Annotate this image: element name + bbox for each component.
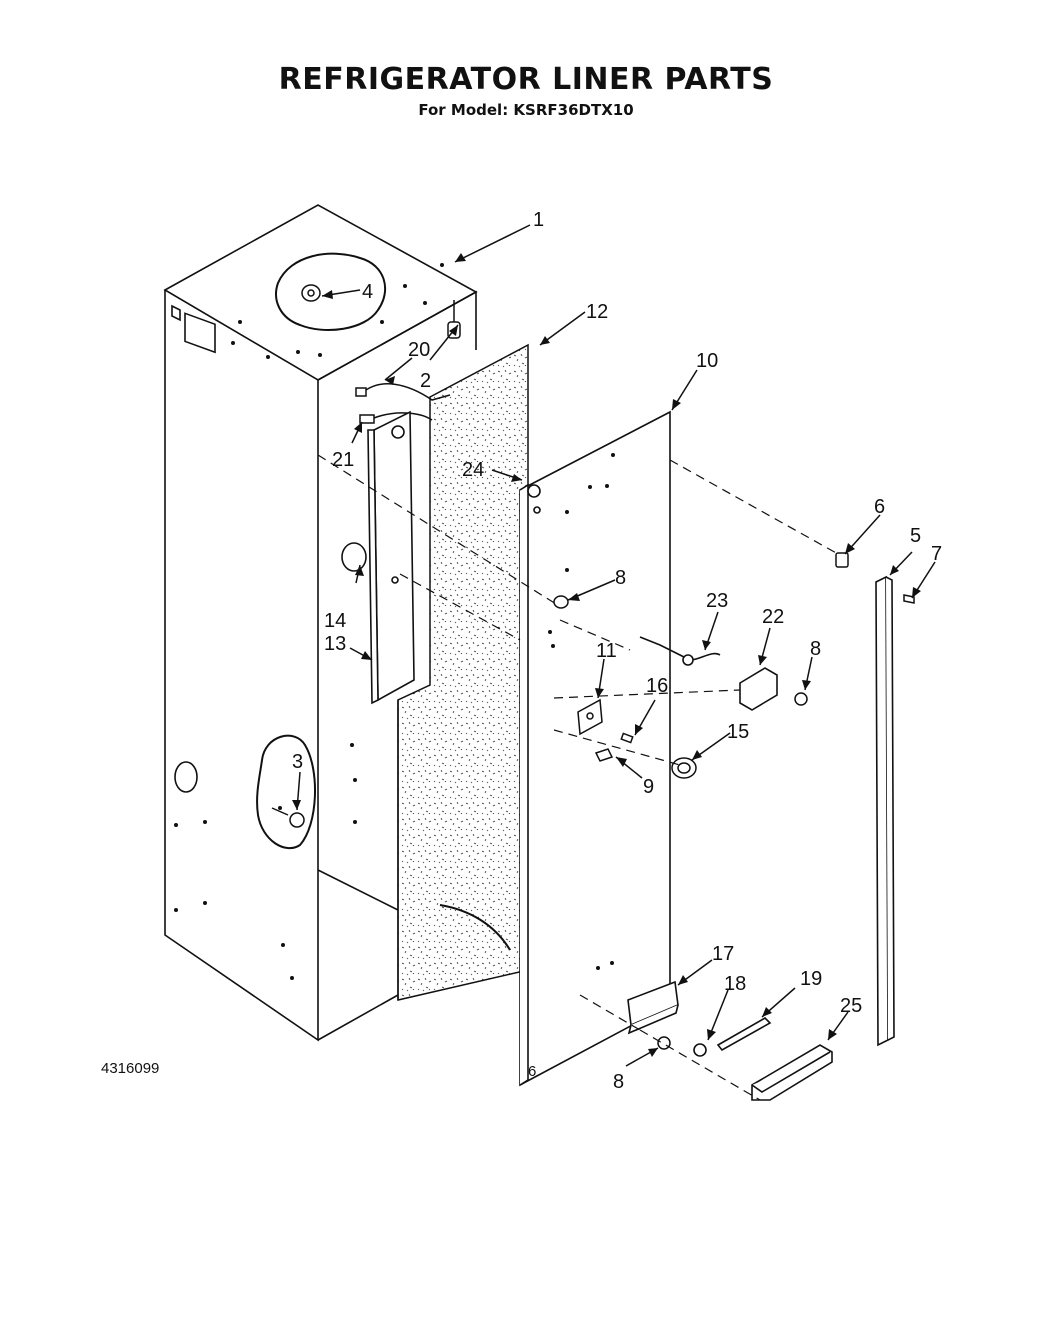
part-3-screw — [271, 807, 305, 828]
bottom-hardware — [627, 980, 833, 1101]
callout-6: 6 — [874, 496, 885, 518]
callout-23: 23 — [706, 590, 728, 612]
part-4-fastener — [301, 284, 321, 302]
callout-13: 13 — [324, 633, 346, 655]
document-number: 4316099 — [101, 1060, 160, 1077]
light-housing — [639, 636, 778, 711]
callout-14: 14 — [324, 610, 346, 632]
arrowheads — [292, 253, 921, 1057]
small-hardware — [553, 552, 915, 1050]
callout-1: 1 — [533, 209, 544, 231]
callout-19: 19 — [800, 968, 822, 990]
control-components — [577, 698, 697, 779]
callout-2: 2 — [420, 370, 431, 392]
callout-18: 18 — [724, 973, 746, 995]
page-title: REFRIGERATOR LINER PARTS — [278, 62, 774, 97]
callout-7: 7 — [931, 543, 942, 565]
alignment-lines — [317, 454, 839, 1101]
callout-21: 21 — [332, 449, 354, 471]
callout-20: 20 — [408, 339, 430, 361]
callout-5: 5 — [910, 525, 921, 547]
foam-insulation-panel — [397, 343, 529, 1001]
callout-8: 8 — [613, 1071, 624, 1093]
callout-10: 10 — [696, 350, 718, 372]
cabinet-holes — [174, 263, 444, 980]
callout-12: 12 — [586, 301, 608, 323]
callout-labels: 1 4 20 2 12 10 21 24 6 5 7 8 23 22 8 14 … — [292, 209, 942, 1093]
model-subtitle: For Model: KSRF36DTX10 — [418, 101, 634, 119]
mounting-bracket — [367, 410, 415, 705]
callout-22: 22 — [762, 606, 784, 628]
callout-9: 9 — [643, 776, 654, 798]
callout-16: 16 — [646, 675, 668, 697]
callout-24: 24 — [462, 459, 484, 481]
callout-8: 8 — [615, 567, 626, 589]
callout-25: 25 — [840, 995, 862, 1017]
liner-panel-holes — [548, 453, 615, 970]
side-trim-strip — [875, 575, 895, 1047]
liner-panel — [519, 410, 671, 1087]
page-number: 6 — [528, 1063, 537, 1080]
callout-4: 4 — [362, 281, 373, 303]
callout-15: 15 — [727, 721, 749, 743]
callout-8: 8 — [810, 638, 821, 660]
callout-3: 3 — [292, 751, 303, 773]
callout-11: 11 — [596, 640, 617, 662]
callout-17: 17 — [712, 943, 734, 965]
